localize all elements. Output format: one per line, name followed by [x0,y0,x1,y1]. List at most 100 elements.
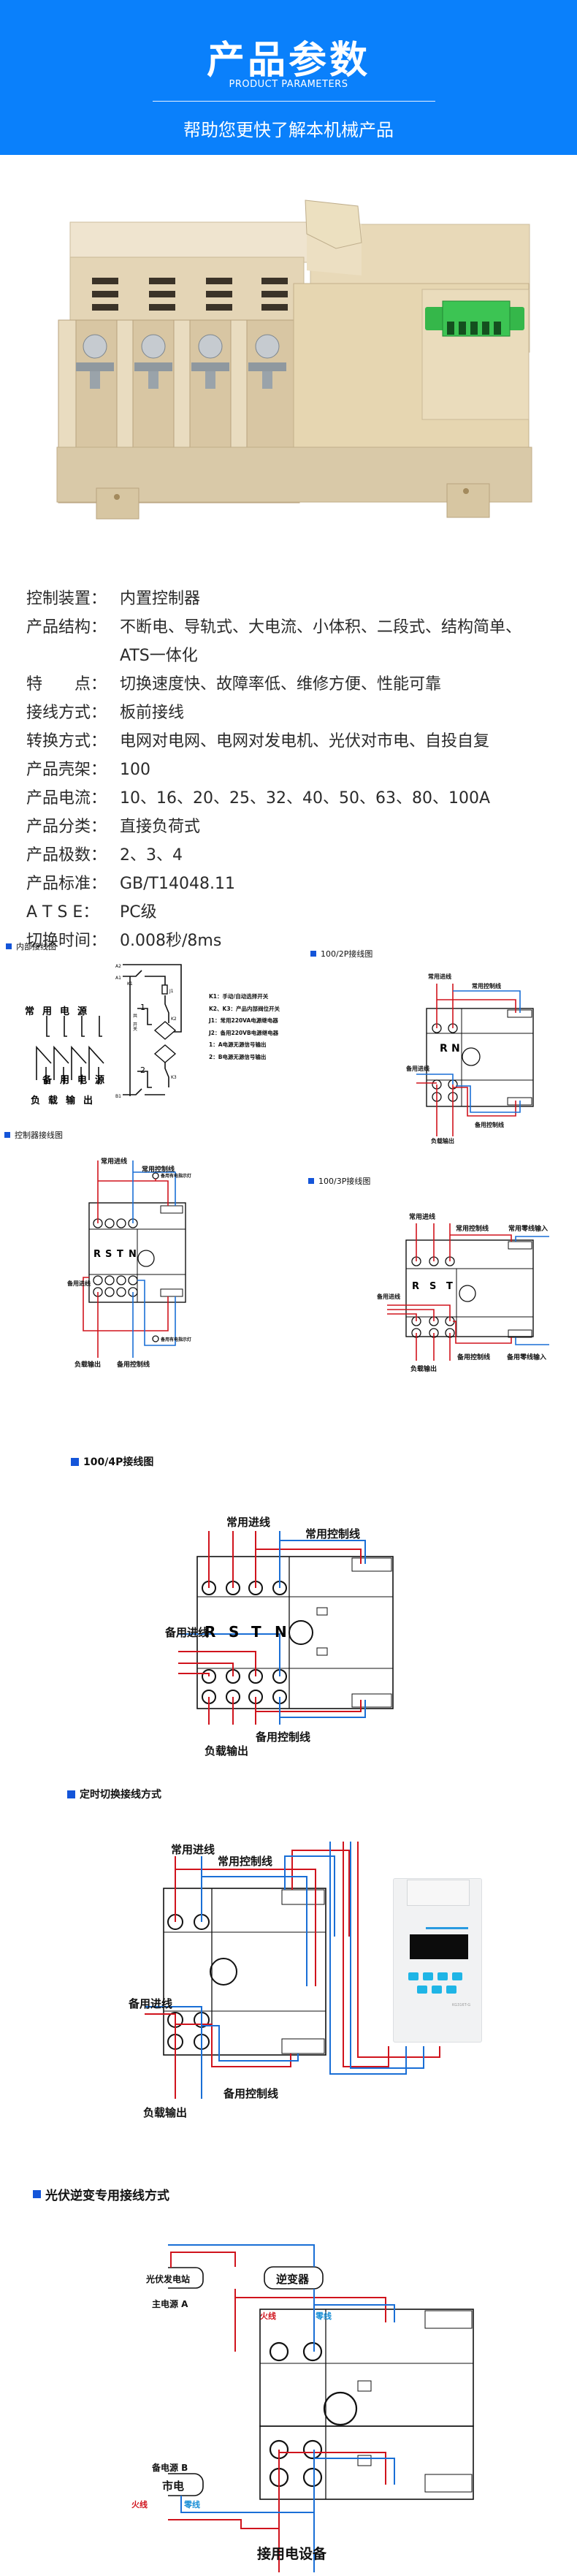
spec-key: 产品壳架： [26,761,107,779]
wiring-diagram-4p: R S T N 常用进线 常用控制线 备用进线 备用控制线 [165,1491,473,1744]
signal-output-2: 2 [140,1065,145,1075]
label-neutral-wire-b: 零线 [184,2500,200,2509]
spec-row: 产品标准： GB/T14048.11 [26,870,567,898]
section-title-pv: 光伏逆变专用接线方式 [33,2185,169,2203]
timer-button[interactable] [432,1986,442,1994]
header-divider [153,101,435,102]
label-backup-incoming: 备用进线 [406,1065,429,1072]
label-load-output: 负载输出 [74,1361,102,1369]
label-normal-incoming: 常用进线 [226,1516,271,1529]
terminal-k1: K1 [127,981,133,987]
spec-value: 2、3、4 [120,846,183,865]
section-marker-icon [4,1132,10,1138]
wiring-diagram-controller: R S T N 常用进线 常用控制线 备用有电指示灯 备用进线 备用有电指示灯 … [51,1158,241,1380]
spec-key: 转换方式： [26,732,107,751]
label-normal-source-3: 电 [60,1006,69,1017]
label-load-out-4: 出 [83,1095,93,1106]
timer-button[interactable] [446,1986,456,1994]
label-load-output: 负载输出 [431,1138,454,1144]
label-backup-control: 备用控制线 [256,1730,311,1744]
spec-value: 直接负荷式 [120,818,201,836]
label-normal-source-2: 用 [42,1006,52,1017]
contact-switch-close-1: 关 [133,1026,137,1032]
spec-row: 切换时间：0.008秒/8ms [26,927,567,955]
spec-row: 产品极数：2、3、4 [26,841,567,870]
page-description: 帮助您更快了解本机械产品 [183,120,394,140]
label-connect-load: 接用电设备 [257,2546,327,2562]
diagram-controller-drawing: R S T N [83,1160,186,1358]
wiring-diagram-timer: KG316T-G 常用进线 常用控制线 备用进线 备用控制线 [129,1842,540,2105]
timer-button[interactable] [437,1972,448,1980]
label-load-output-4p: 负载输出 [205,1744,249,1758]
terminal-a2: A2 [115,964,121,969]
label-backup-source-1: 备 [42,1074,53,1086]
page-header: 产品参数 PRODUCT PARAMETERS 帮助您更快了解本机械产品 [0,0,577,155]
label-normal-incoming: 常用进线 [171,1843,215,1856]
pole-r: R [412,1281,419,1292]
contact-common-1: 共 [133,1013,137,1019]
diagram-2p-drawing: R N [416,984,534,1136]
spec-key [26,642,120,670]
label-backup-incoming: 备用进线 [129,1997,173,2010]
spec-row: 产品结构：不断电、导轨式、大电流、小体积、二段式、结构简单、 [26,613,567,642]
terminal-a1: A1 [115,976,121,981]
section-marker-icon [310,951,316,957]
spec-row: 转换方式： 电网对电网、电网对发电机、光伏对市电、自投自复 [26,727,567,756]
label-normal-control: 常用控制线 [218,1855,273,1868]
spec-value: PC级 [120,903,157,922]
pole-t: T [446,1281,453,1292]
timer-button[interactable] [408,1972,419,1980]
label-backup-neutral: 备用零线输入 [507,1354,547,1361]
diagram-pv-drawing [168,2244,474,2572]
label-normal-control: 常用控制线 [142,1166,175,1174]
pole-n: N [129,1249,137,1260]
spec-row: 特 点： 切换速度快、故障率低、维修方便、性能可靠 [26,670,567,699]
timer-model-label: KG316T-G [452,2003,471,2007]
section-marker-icon [67,1790,75,1798]
pole-s: S [429,1281,436,1292]
label-backup-indicator: 备用有电指示灯 [161,1174,192,1179]
label-normal-control: 常用控制线 [305,1527,361,1540]
label-normal-incoming: 常用进线 [101,1158,128,1166]
label-live-wire-a: 火线 [260,2311,276,2321]
diagram-timer-drawing [145,1842,440,2099]
label-normal-neutral: 常用零线输入 [508,1226,549,1233]
pole-r: R [205,1623,215,1641]
label-backup-control: 备用控制线 [457,1354,491,1361]
wiring-diagram-pv: 光伏发电站 逆变器 主电源 A 备电源 B 市电 火线 零线 火线 零线 [131,2236,533,2572]
page-title: 产品参数 [206,39,370,83]
spec-value: 电网对电网、电网对发电机、光伏对市电、自投自复 [120,732,490,751]
spec-value: 切换速度快、故障率低、维修方便、性能可靠 [120,675,442,694]
diagram-3p-drawing: R S T [387,1223,549,1361]
spec-value: GB/T14048.11 [120,875,235,893]
label-normal-incoming: 常用进线 [409,1214,436,1221]
label-load-output: 负载输出 [410,1366,437,1373]
spec-key: 特 点： [26,675,107,694]
spec-key: 产品标准： [26,875,107,893]
timer-switch-device: KG316T-G [393,1878,482,2043]
timer-button[interactable] [423,1972,433,1980]
spec-key: A T S E： [26,903,99,922]
legend-item: J2：备用220VB电源继电器 [209,1029,279,1036]
section-title-3p: 100/3P接线图 [308,1175,370,1187]
label-normal-source-4: 源 [77,1006,87,1017]
section-title-internal: 内部接线图 [6,941,56,952]
timer-button[interactable] [417,1986,427,1994]
pole-s: S [105,1249,112,1260]
timer-display [410,1934,468,1959]
label-load-out-1: 负 [31,1095,40,1106]
spec-row: 产品壳架：100 [26,756,567,784]
pole-r: R [440,1043,448,1055]
spec-key: 产品电流： [26,789,107,808]
section-title-timer: 定时切换接线方式 [67,1787,161,1801]
spec-row: A T S E： PC级 [26,898,567,927]
spec-key: 控制装置： [26,590,107,608]
label-load-out-2: 载 [48,1095,58,1106]
legend-item: 1：A电源无源信号输出 [209,1041,267,1048]
section-title-controller: 控制器接线图 [4,1129,63,1141]
timer-button[interactable] [452,1972,462,1980]
spec-key: 产品分类： [26,818,107,836]
spec-value: 0.008秒/8ms [120,932,222,950]
label-main-source-a: 主电源 A [152,2299,188,2309]
wiring-diagram-2p: R N 常用进线 常用控制线 备用进线 备用控制线 负载输出 [394,972,577,1147]
